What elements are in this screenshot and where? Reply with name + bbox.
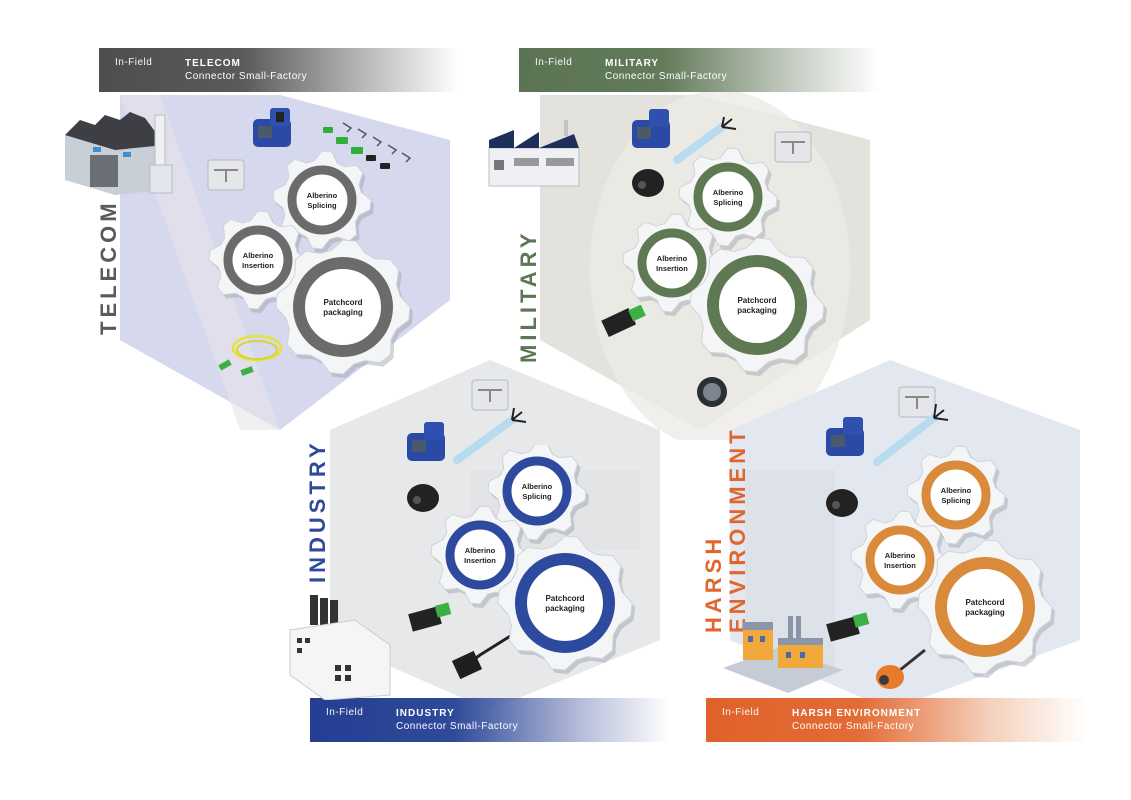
gear-ring	[287, 165, 357, 235]
gear-label: Insertion	[884, 561, 916, 570]
gear-label: Alberino	[657, 254, 688, 263]
banner-prefix: In-Field	[722, 707, 760, 718]
splicer-device-icon	[407, 422, 445, 461]
gear-label: packaging	[545, 604, 585, 613]
gear-label: Splicing	[713, 198, 743, 207]
harsh-side-label-line2: ENVIRONMENT	[725, 426, 750, 633]
splicer-device-icon	[826, 417, 864, 456]
factory-icon	[289, 595, 391, 700]
gear-ring	[693, 162, 763, 232]
harsh-banner: In-Field HARSH ENVIRONMENT Connector Sma…	[706, 698, 1086, 742]
connector-icon	[632, 169, 664, 197]
plant-icon	[723, 616, 843, 693]
telecom-banner: In-Field TELECOM Connector Small-Factory	[99, 48, 459, 92]
gear-label: packaging	[965, 608, 1005, 617]
gear-label: Alberino	[465, 546, 496, 555]
fiber-tool-icon	[873, 403, 949, 466]
connector-icon	[601, 305, 646, 338]
gear-label: Patchcord	[737, 296, 776, 305]
orange-connector-icon	[876, 648, 926, 689]
fiber-tool-icon	[453, 407, 527, 464]
fiber-tool-icon	[673, 116, 737, 164]
gear-label: Alberino	[713, 188, 744, 197]
circular-connector-icon	[697, 377, 727, 407]
banner-subtitle: Connector Small-Factory	[185, 71, 308, 82]
panel-telecom: In-Field TELECOM Connector Small-Factory…	[0, 0, 560, 440]
banner-subtitle: Connector Small-Factory	[792, 721, 915, 732]
gear-ring	[515, 553, 615, 653]
gear-label: Alberino	[941, 486, 972, 495]
banner-subtitle: Connector Small-Factory	[605, 71, 728, 82]
splice-holder-icon	[207, 159, 245, 191]
gear-label: Splicing	[307, 201, 337, 210]
banner-subtitle: Connector Small-Factory	[396, 721, 519, 732]
gear-label: Alberino	[307, 191, 338, 200]
gear-label: Alberino	[522, 482, 553, 491]
banner-prefix: In-Field	[535, 57, 573, 68]
splicer-device-icon	[253, 108, 291, 147]
banner-title: MILITARY	[605, 58, 660, 69]
gear-ring	[935, 557, 1035, 657]
gear-ring	[707, 255, 807, 355]
military-banner: In-Field MILITARY Connector Small-Factor…	[519, 48, 879, 92]
gear-ring	[921, 460, 991, 530]
gear-label: Alberino	[885, 551, 916, 560]
gear-label: Insertion	[656, 264, 688, 273]
panel-military: In-Field MILITARY Connector Small-Factor…	[488, 48, 879, 440]
gear-ring	[865, 525, 935, 595]
gear-ring	[502, 456, 572, 526]
gear-label: packaging	[737, 306, 777, 315]
gear-label: Insertion	[242, 261, 274, 270]
connector-icon	[408, 602, 452, 632]
rj-connector-icon	[451, 628, 521, 680]
gear-label: Insertion	[464, 556, 496, 565]
gear-ring	[445, 520, 515, 590]
banner-title: TELECOM	[185, 58, 241, 69]
industry-banner: In-Field INDUSTRY Connector Small-Factor…	[310, 698, 670, 742]
gear-label: Patchcord	[545, 594, 584, 603]
connector-set-icon	[323, 122, 412, 169]
gear-label: packaging	[323, 308, 363, 317]
banner-prefix: In-Field	[326, 707, 364, 718]
factory-icon	[65, 112, 173, 195]
connector-icon	[826, 612, 870, 642]
gear-ring	[223, 225, 293, 295]
gear-label: Splicing	[522, 492, 552, 501]
gear-label: Alberino	[243, 251, 274, 260]
gear-ring	[293, 257, 393, 357]
splice-holder-icon	[898, 386, 936, 418]
splice-holder-icon	[471, 379, 509, 411]
connector-icon	[407, 484, 439, 512]
splicer-device-icon	[632, 109, 670, 148]
banner-title: HARSH ENVIRONMENT	[792, 708, 922, 719]
gear-label: Splicing	[941, 496, 971, 505]
connector-icon	[826, 489, 858, 517]
gear-label: Patchcord	[965, 598, 1004, 607]
gear-ring	[637, 228, 707, 298]
banner-prefix: In-Field	[115, 57, 153, 68]
patchcord-icon	[218, 334, 283, 376]
gear-label: Patchcord	[323, 298, 362, 307]
splice-holder-icon	[774, 131, 812, 163]
factory-icon	[488, 120, 580, 187]
banner-title: INDUSTRY	[396, 708, 455, 719]
